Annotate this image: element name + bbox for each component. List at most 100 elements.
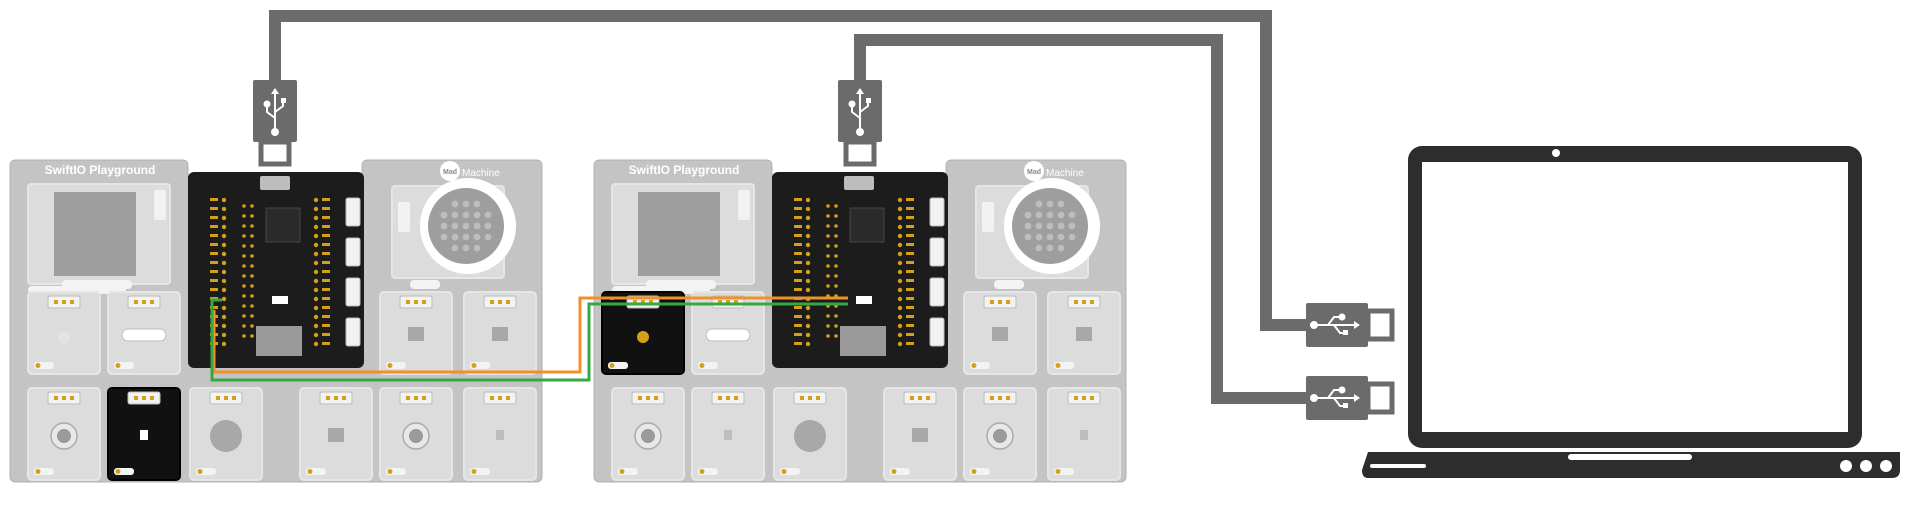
module-label-chip (410, 280, 440, 289)
mcu-pin (834, 284, 838, 288)
speaker-hole (1036, 201, 1043, 208)
mcu-pin (806, 225, 810, 229)
button-cap (57, 429, 71, 443)
mcu-pin (314, 207, 318, 211)
mcu-pin (250, 204, 254, 208)
connector-pin (506, 396, 510, 400)
connector-pin (490, 396, 494, 400)
led-icon (496, 430, 504, 440)
mcu-pin (898, 279, 902, 283)
mcu-pin-label (906, 315, 914, 318)
sensor-chip (912, 428, 928, 442)
mcu-pin (222, 333, 226, 337)
connector-pin (1074, 300, 1078, 304)
mcu-pin-label (794, 207, 802, 210)
playground-title: SwiftIO Playground (45, 163, 156, 177)
laptop-icon (1362, 146, 1900, 478)
mcu-pin (314, 216, 318, 220)
connector-pin (990, 396, 994, 400)
connector-pin (142, 396, 146, 400)
connector-pin (54, 396, 58, 400)
speaker-hole (1036, 234, 1043, 241)
speaker-hole (474, 212, 481, 219)
connector-pin (326, 396, 330, 400)
mcu-pin (834, 334, 838, 338)
potentiometer-module (108, 292, 180, 374)
led-module (692, 388, 764, 480)
led-module (28, 292, 100, 374)
mcu-pin (222, 216, 226, 220)
mcu-pin (242, 334, 246, 338)
mcu-pin-label (210, 270, 218, 273)
connector-pin (926, 396, 930, 400)
connector-pin (406, 300, 410, 304)
mcu-pin (314, 333, 318, 337)
mcu-pin (222, 297, 226, 301)
connector-pin (134, 300, 138, 304)
side-connector (346, 278, 360, 306)
mcu-pin (242, 314, 246, 318)
mcu-pin-label (322, 252, 330, 255)
connector-pin (638, 396, 642, 400)
mcu-pin (314, 234, 318, 238)
mcu-pin (806, 207, 810, 211)
mcu-pin (242, 254, 246, 258)
potentiometer-slider (706, 329, 750, 341)
module-label-dot (36, 469, 41, 474)
mcu-pin (898, 225, 902, 229)
speaker-hole (1036, 245, 1043, 252)
mcu-pin (242, 324, 246, 328)
mcu-pin (222, 270, 226, 274)
mcu-pin (314, 261, 318, 265)
mcu-pin (826, 274, 830, 278)
connector-pin (224, 396, 228, 400)
module-label-dot (700, 469, 705, 474)
speaker-hole (485, 212, 492, 219)
laptop-trackpad-slot (1568, 454, 1692, 460)
brand-text: Machine (462, 168, 500, 179)
speaker-hole (452, 201, 459, 208)
mcu-pin-label (794, 225, 802, 228)
speaker-module (392, 178, 516, 278)
connector-pin (808, 396, 812, 400)
mcu-pin (806, 198, 810, 202)
display-module (28, 184, 170, 294)
speaker-hole (1069, 212, 1076, 219)
mcu-pin-label (794, 279, 802, 282)
mcu-pin (314, 225, 318, 229)
module-connector (154, 190, 166, 220)
speaker-hole (1069, 223, 1076, 230)
module-connector (398, 202, 410, 232)
mcu-pin-label (906, 252, 914, 255)
mcu-pin (826, 254, 830, 258)
mcu-pin-label (322, 306, 330, 309)
mcu-pin (898, 252, 902, 256)
mcu-pin (222, 342, 226, 346)
mcu-pin (826, 224, 830, 228)
led-module (464, 388, 536, 480)
module-label-dot (972, 469, 977, 474)
speaker-hole (452, 223, 459, 230)
mcu-pin-label (210, 252, 218, 255)
led-module (1048, 388, 1120, 480)
speaker-hole (474, 245, 481, 252)
speaker-hole (463, 234, 470, 241)
connector-pin (734, 396, 738, 400)
mcu-pin (826, 334, 830, 338)
mcu-pin (242, 274, 246, 278)
mcu-pin-label (794, 216, 802, 219)
mcu-pin (806, 279, 810, 283)
mcu-pin (222, 207, 226, 211)
mcu-pin-label (906, 243, 914, 246)
mcu-pin (826, 284, 830, 288)
button-module (612, 388, 684, 480)
mcu-pin-label (906, 270, 914, 273)
usb-plug-right-a (1306, 303, 1392, 347)
connector-pin (414, 300, 418, 304)
mcu-pin (834, 234, 838, 238)
module-label-dot (472, 469, 477, 474)
speaker-hole (1058, 212, 1065, 219)
swiftio-mcu-board (772, 172, 948, 368)
potentiometer-slider (122, 329, 166, 341)
mcu-pin-label (906, 342, 914, 345)
